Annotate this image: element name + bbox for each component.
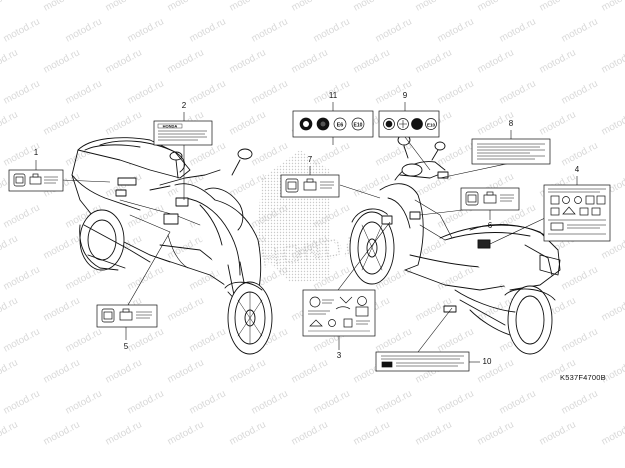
callout-number-7: 7	[307, 155, 313, 164]
callout-number-9: 9	[402, 91, 408, 100]
callout-number-4: 4	[574, 165, 580, 174]
callout-number-2: 2	[181, 101, 187, 110]
label-1	[8, 169, 64, 192]
callout-number-10: 10	[482, 357, 492, 366]
label-9: E10	[378, 110, 440, 138]
label-3	[302, 289, 376, 337]
callout-number-3: 3	[336, 351, 342, 360]
tire-e6-text: E6	[337, 123, 344, 129]
label-7	[280, 174, 340, 198]
leader-lines	[61, 136, 546, 353]
diagram-code: K537F4700B	[560, 373, 606, 382]
label-2: HONDA	[153, 120, 213, 146]
label-4	[543, 184, 611, 242]
brand-label-text: HONDA	[163, 123, 178, 128]
callout-number-5: 5	[123, 342, 129, 351]
label-6	[460, 187, 520, 211]
left-scooter	[71, 137, 273, 355]
callout-number-11: 11	[328, 91, 338, 100]
callout-number-8: 8	[508, 119, 514, 128]
callout-number-1: 1	[33, 148, 39, 157]
label-8	[471, 138, 551, 165]
tire-e10-b-text: E10	[427, 122, 436, 127]
tire-e10-text: E10	[354, 123, 363, 129]
right-scooter	[349, 134, 561, 355]
callout-number-6: 6	[487, 221, 493, 230]
label-10	[375, 351, 470, 372]
label-11: E6 E10	[292, 110, 374, 138]
label-5	[96, 304, 158, 328]
number-ticks	[35, 102, 578, 363]
